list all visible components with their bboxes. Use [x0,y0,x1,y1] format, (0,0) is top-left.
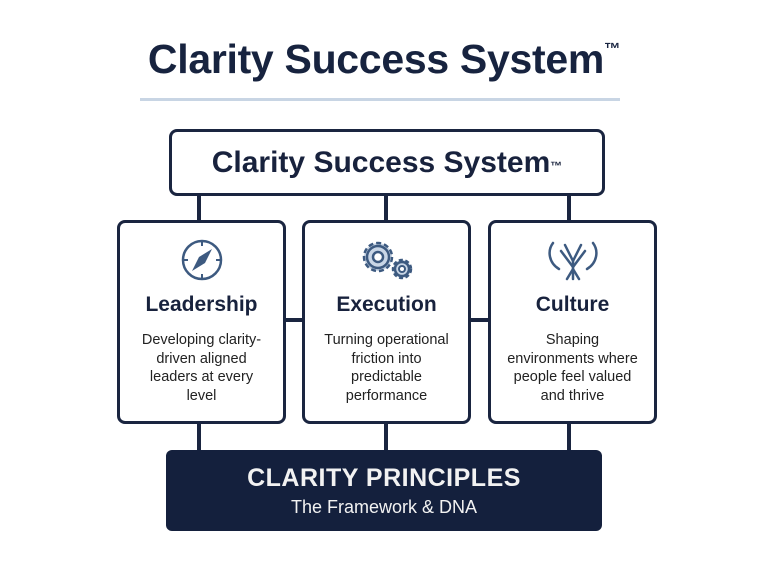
foundation-box: CLARITY PRINCIPLES The Framework & DNA [166,450,602,531]
gears-icon [305,237,468,285]
title-text: Clarity Success System [147,36,604,82]
connector [285,318,305,322]
connector [470,318,490,322]
hands-icon [491,237,654,285]
pillar-execution: Execution Turning operational friction i… [302,220,471,424]
pillar-title: Leadership [145,293,258,316]
pillar-description: Developing clarity-driven aligned leader… [141,332,262,404]
connector [567,422,571,452]
pillar-description: Shaping environments where people feel v… [507,332,638,404]
connector [197,422,201,452]
connector [384,192,388,222]
pillar-title: Execution [336,293,437,316]
pillar-title: Culture [535,293,610,316]
pillar-culture: Culture Shaping environments where peopl… [488,220,657,424]
pillar-description: Turning operational friction into predic… [324,332,449,404]
trademark: ™ [603,40,621,59]
foundation-title: CLARITY PRINCIPLES [247,464,521,492]
foundation-subtitle: The Framework & DNA [290,497,478,517]
trademark: ™ [550,158,563,173]
pillar-leadership: Leadership Developing clarity-driven ali… [117,220,286,424]
system-box-label: Clarity Success System [211,145,551,179]
page-title: Clarity Success System™ [0,36,768,83]
connector [384,422,388,452]
connector [197,192,201,222]
connector [567,192,571,222]
compass-icon [120,237,283,285]
title-divider [140,98,620,101]
